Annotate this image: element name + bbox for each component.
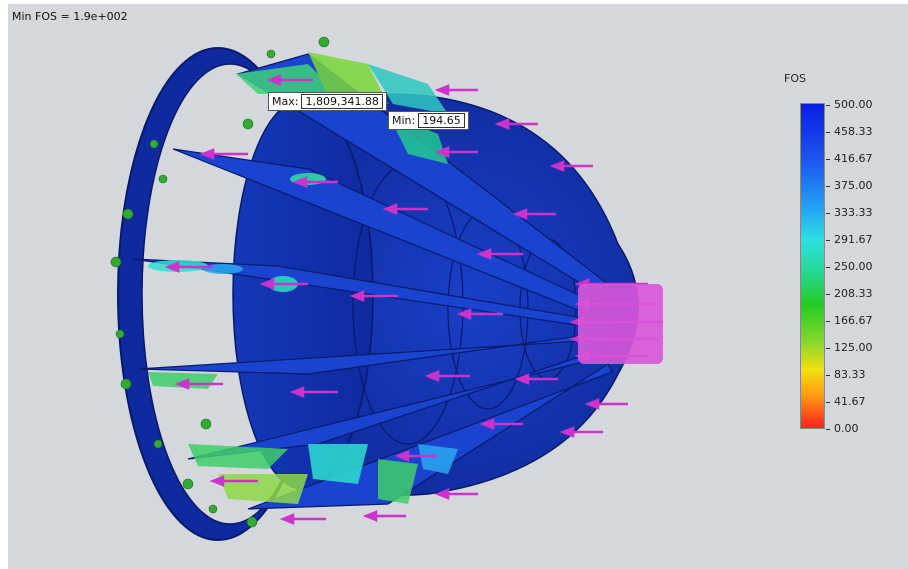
legend-tick-label: 166.67 <box>826 314 873 327</box>
legend-tick-label: 291.67 <box>826 233 873 246</box>
legend-tick-label: 0.00 <box>826 422 859 435</box>
fos-plot-model[interactable] <box>8 4 908 569</box>
legend-tick-label: 416.67 <box>826 152 873 165</box>
legend-tick-label: 458.33 <box>826 125 873 138</box>
max-probe-label[interactable]: Max:1,809,341.88 <box>268 92 387 111</box>
max-probe-value: 1,809,341.88 <box>301 94 383 109</box>
legend-tick-label: 250.00 <box>826 260 873 273</box>
legend-tick-label: 375.00 <box>826 179 873 192</box>
legend-tick-label: 208.33 <box>826 287 873 300</box>
legend-tick-label: 125.00 <box>826 341 873 354</box>
min-probe-label[interactable]: Min:194.65 <box>388 111 469 130</box>
simulation-viewport[interactable]: Min FOS = 1.9e+002 <box>8 4 908 569</box>
min-probe-caption: Min: <box>392 114 416 127</box>
legend-title: FOS <box>784 72 806 85</box>
min-fos-label: Min FOS = 1.9e+002 <box>12 10 128 23</box>
legend-tick-label: 41.67 <box>826 395 866 408</box>
legend-tick-label: 83.33 <box>826 368 866 381</box>
legend-tick-label: 500.00 <box>826 98 873 111</box>
max-probe-caption: Max: <box>272 95 299 108</box>
legend-tick-label: 333.33 <box>826 206 873 219</box>
min-probe-value: 194.65 <box>418 113 465 128</box>
legend-color-bar <box>800 103 825 429</box>
